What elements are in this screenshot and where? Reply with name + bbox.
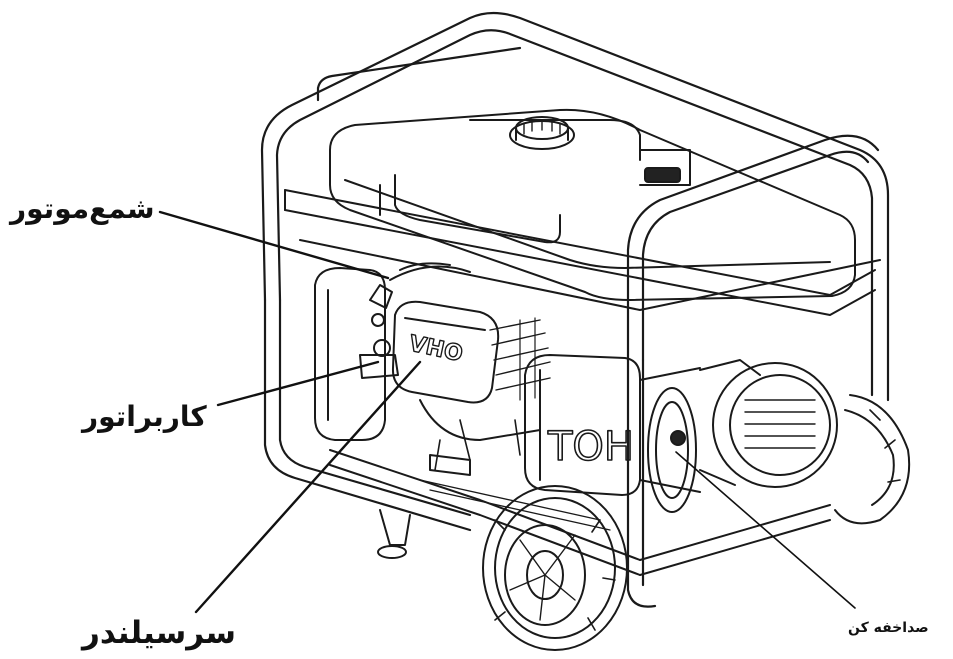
engine-cover-text: VHO [407, 331, 465, 367]
label-carburetor: کاربراتور [82, 400, 207, 433]
leader-cylinder-head [194, 360, 422, 614]
wheel-rear [834, 394, 911, 525]
alternator-housing-text: TOH [547, 424, 634, 470]
label-muffler: صداخفه کن [848, 620, 929, 636]
leader-spark-plug [158, 210, 390, 280]
label-spark-plug: شمع‌موتور [10, 192, 155, 225]
alternator [524, 354, 838, 513]
engine [314, 262, 551, 476]
leader-lines [158, 210, 856, 614]
base-rails [329, 449, 831, 576]
label-cylinder-head: سرسیلندر [82, 615, 236, 651]
leader-muffler [675, 451, 856, 609]
frame [260, 11, 890, 608]
deck [284, 189, 881, 316]
leader-carburetor [216, 360, 380, 407]
